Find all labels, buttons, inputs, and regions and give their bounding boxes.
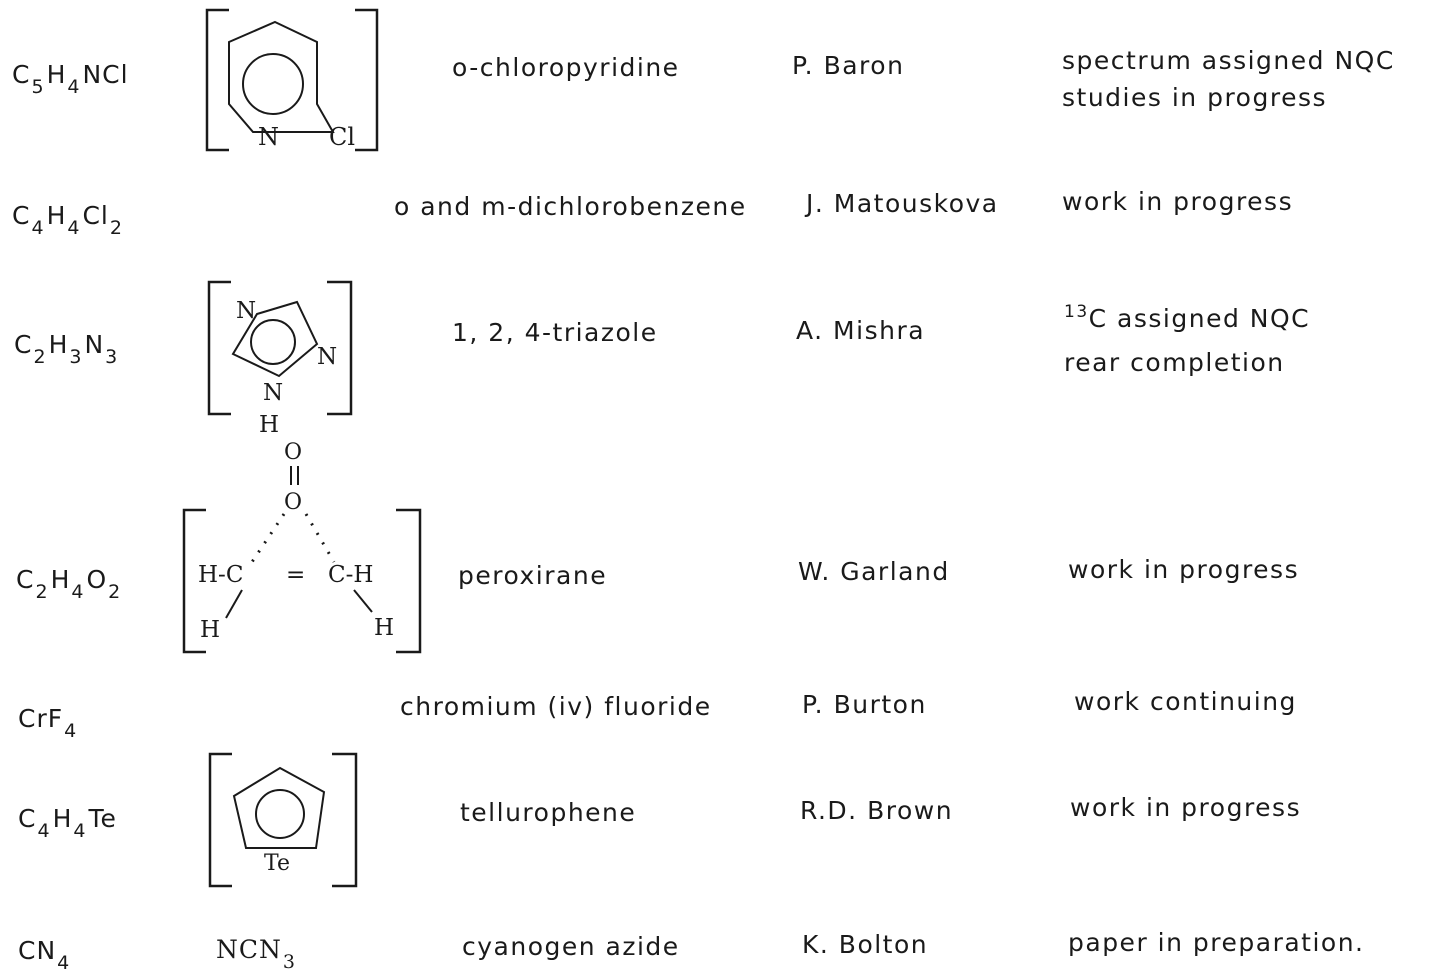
formula-subscript: 4 — [73, 820, 87, 842]
status-row-1-line-1: spectrum assigned NQC — [1062, 46, 1395, 75]
status-row-6: work in progress — [1070, 793, 1302, 822]
formula-element: Te — [88, 804, 117, 833]
formula-element: C — [12, 201, 31, 230]
status-row-1-line-2: studies in progress — [1062, 83, 1327, 112]
formula-subscript: 4 — [37, 820, 51, 842]
peroxirane-structure-icon: O O H-C = C-H H H — [182, 440, 422, 654]
formula-row-1: C5H4NCl — [12, 60, 129, 97]
formula-element: C — [14, 330, 33, 359]
compound-name-row-7: cyanogen azide — [462, 932, 680, 961]
structure-atom-n1: N — [236, 298, 256, 324]
structure-atom-n2: N — [317, 344, 337, 370]
formula-row-5: CrF4 — [18, 704, 79, 741]
formula-row-2: C4H4Cl2 — [12, 201, 125, 238]
formula-element: C — [12, 60, 31, 89]
researcher-row-5: P. Burton — [802, 690, 927, 719]
formula-element: C — [18, 804, 37, 833]
formula-subscript: 2 — [35, 581, 49, 603]
compound-name-row-6: tellurophene — [460, 798, 637, 827]
formula-subscript: 2 — [108, 581, 122, 603]
formula-element: CrF — [18, 704, 64, 733]
compound-name-row-2: o and m-dichlorobenzene — [394, 192, 747, 221]
formula-element: O — [86, 565, 108, 594]
formula-element: H — [48, 330, 69, 359]
structure-atom-te: Te — [264, 851, 290, 876]
formula-element: N — [84, 330, 105, 359]
formula-row-3: C2H3N3 — [14, 330, 120, 367]
triazole-structure-icon: N N N H — [207, 280, 353, 438]
isotope-superscript: 13 — [1064, 302, 1089, 322]
compound-name-row-4: peroxirane — [458, 561, 608, 590]
formula-element: CN — [18, 936, 57, 965]
status-row-3-text: C assigned NQC — [1088, 304, 1311, 333]
formula-subscript: 3 — [282, 951, 296, 973]
structure-atom-n: N — [258, 123, 279, 151]
structure-atom-h2: H — [374, 615, 394, 641]
formula-row-7: CN4 — [18, 936, 72, 973]
formula-subscript: 3 — [69, 346, 83, 368]
tellurophene-structure-icon: Te — [208, 752, 358, 888]
structure-group-hc: H-C — [198, 562, 243, 588]
formula-subscript: 2 — [109, 217, 123, 239]
formula-subscript: 2 — [33, 346, 47, 368]
structure-formula-row-7: NCN3 — [216, 935, 298, 972]
structure-atom-o2: O — [284, 490, 302, 515]
formula-element: C — [16, 565, 35, 594]
researcher-row-3: A. Mishra — [796, 316, 926, 345]
formula-subscript: 3 — [105, 346, 119, 368]
structure-atom-h1: H — [200, 617, 220, 643]
formula-element: H — [50, 565, 71, 594]
structure-atom-n3: N — [263, 380, 283, 406]
status-row-3-line-2: rear completion — [1064, 348, 1285, 377]
compound-name-row-1: o-chloropyridine — [452, 53, 680, 82]
researcher-row-4: W. Garland — [798, 557, 950, 586]
researcher-row-2: J. Matouskova — [806, 189, 999, 218]
compound-name-row-3: 1, 2, 4-triazole — [452, 318, 658, 347]
formula-subscript: 4 — [31, 217, 45, 239]
formula-row-4: C2H4O2 — [16, 565, 123, 602]
structure-group-ch: C-H — [328, 562, 373, 588]
formula-element: NCl — [82, 60, 129, 89]
formula-subscript: 4 — [71, 581, 85, 603]
compound-name-row-5: chromium (iv) fluoride — [400, 692, 712, 721]
formula-subscript: 4 — [64, 720, 78, 742]
researcher-row-7: K. Bolton — [802, 930, 929, 959]
structure-atom-o1: O — [284, 440, 302, 465]
status-row-2: work in progress — [1062, 187, 1294, 216]
formula-subscript: 5 — [31, 76, 45, 98]
formula-subscript: 4 — [57, 952, 71, 974]
formula-element: H — [52, 804, 73, 833]
formula-element: NCN — [216, 935, 282, 964]
status-row-4: work in progress — [1068, 555, 1300, 584]
formula-row-6: C4H4Te — [18, 804, 117, 841]
formula-element: H — [46, 201, 67, 230]
status-row-7: paper in preparation. — [1068, 928, 1365, 957]
pyridine-structure-icon: N Cl — [205, 8, 379, 152]
status-row-3-line-1: 13C assigned NQC — [1064, 304, 1311, 333]
structure-double-bond: = — [286, 562, 305, 588]
formula-subscript: 4 — [67, 217, 81, 239]
researcher-row-6: R.D. Brown — [800, 796, 954, 825]
formula-element: Cl — [82, 201, 109, 230]
status-row-5: work continuing — [1074, 687, 1297, 716]
formula-subscript: 4 — [67, 76, 81, 98]
structure-atom-h: H — [259, 412, 279, 438]
researcher-row-1: P. Baron — [792, 51, 905, 80]
structure-atom-cl: Cl — [329, 123, 355, 151]
formula-element: H — [46, 60, 67, 89]
